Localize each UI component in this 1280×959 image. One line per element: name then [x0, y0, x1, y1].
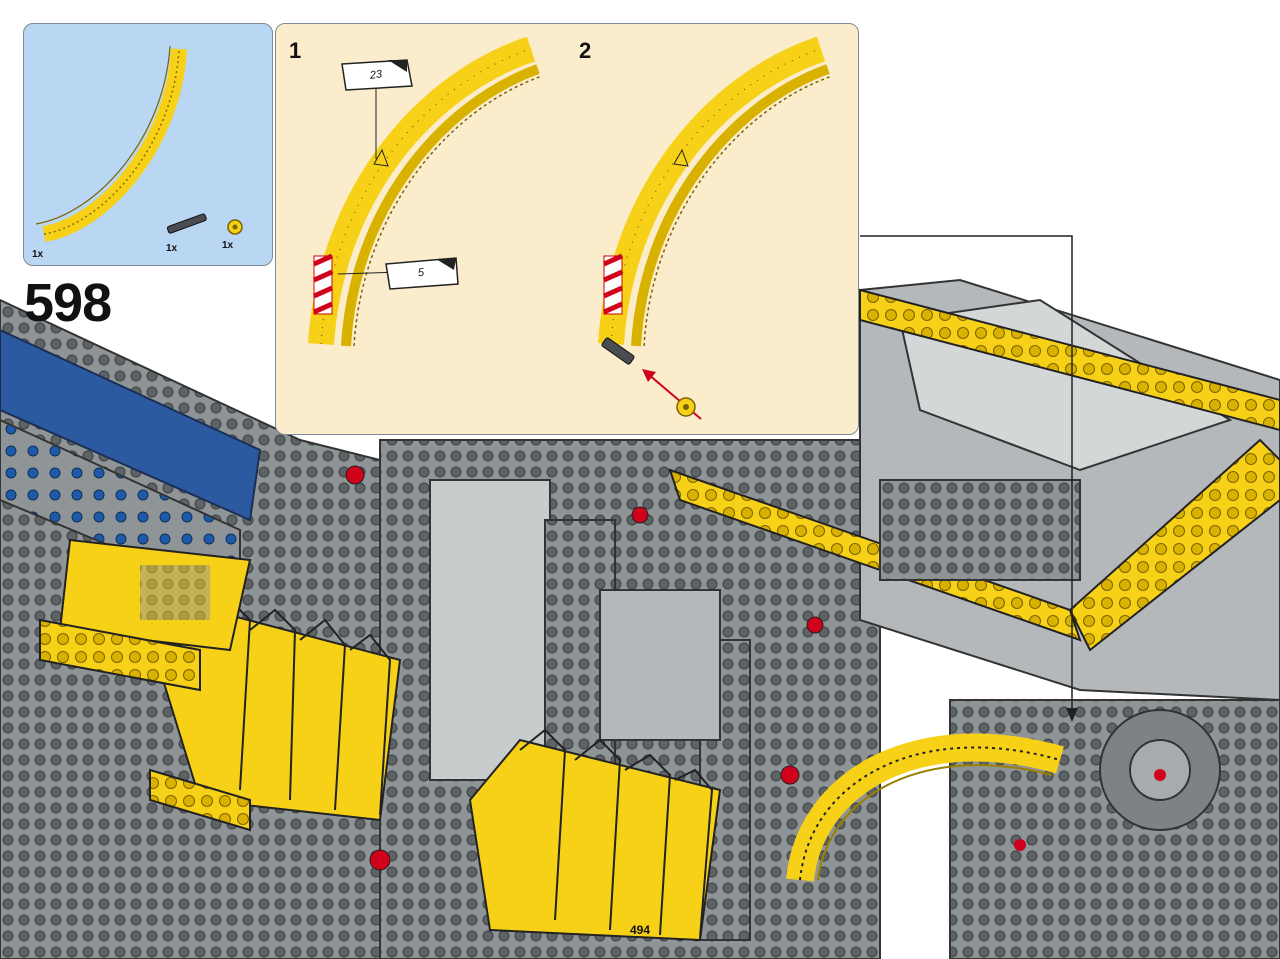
pointer-line	[860, 235, 1073, 720]
sub-step-panel: 1 2 23 5	[275, 23, 859, 435]
bucket-right	[468, 728, 722, 942]
substep-1-gear-rack	[308, 36, 543, 347]
substep-1-number: 1	[289, 38, 302, 63]
parts-list-panel: 1x 1x 1x	[23, 23, 273, 266]
part-qty: 1x	[32, 249, 44, 260]
curved-gear-rack-part	[35, 45, 187, 242]
callout-box	[341, 59, 413, 91]
callout-box	[385, 257, 459, 290]
bucket-left	[158, 598, 402, 822]
installed-gear-rack	[786, 733, 1064, 882]
substep-2-number: 2	[579, 38, 592, 63]
part-qty: 1x	[222, 240, 234, 251]
axle-part	[166, 213, 207, 234]
axle-insert	[601, 337, 635, 365]
substep-2-gear-rack	[598, 36, 833, 347]
bush-insert	[642, 369, 702, 420]
page-number: 494	[629, 923, 651, 937]
bush-part	[227, 219, 243, 235]
part-qty: 1x	[166, 243, 178, 254]
blue-conveyor	[0, 328, 262, 522]
step-number: 598	[24, 273, 112, 333]
